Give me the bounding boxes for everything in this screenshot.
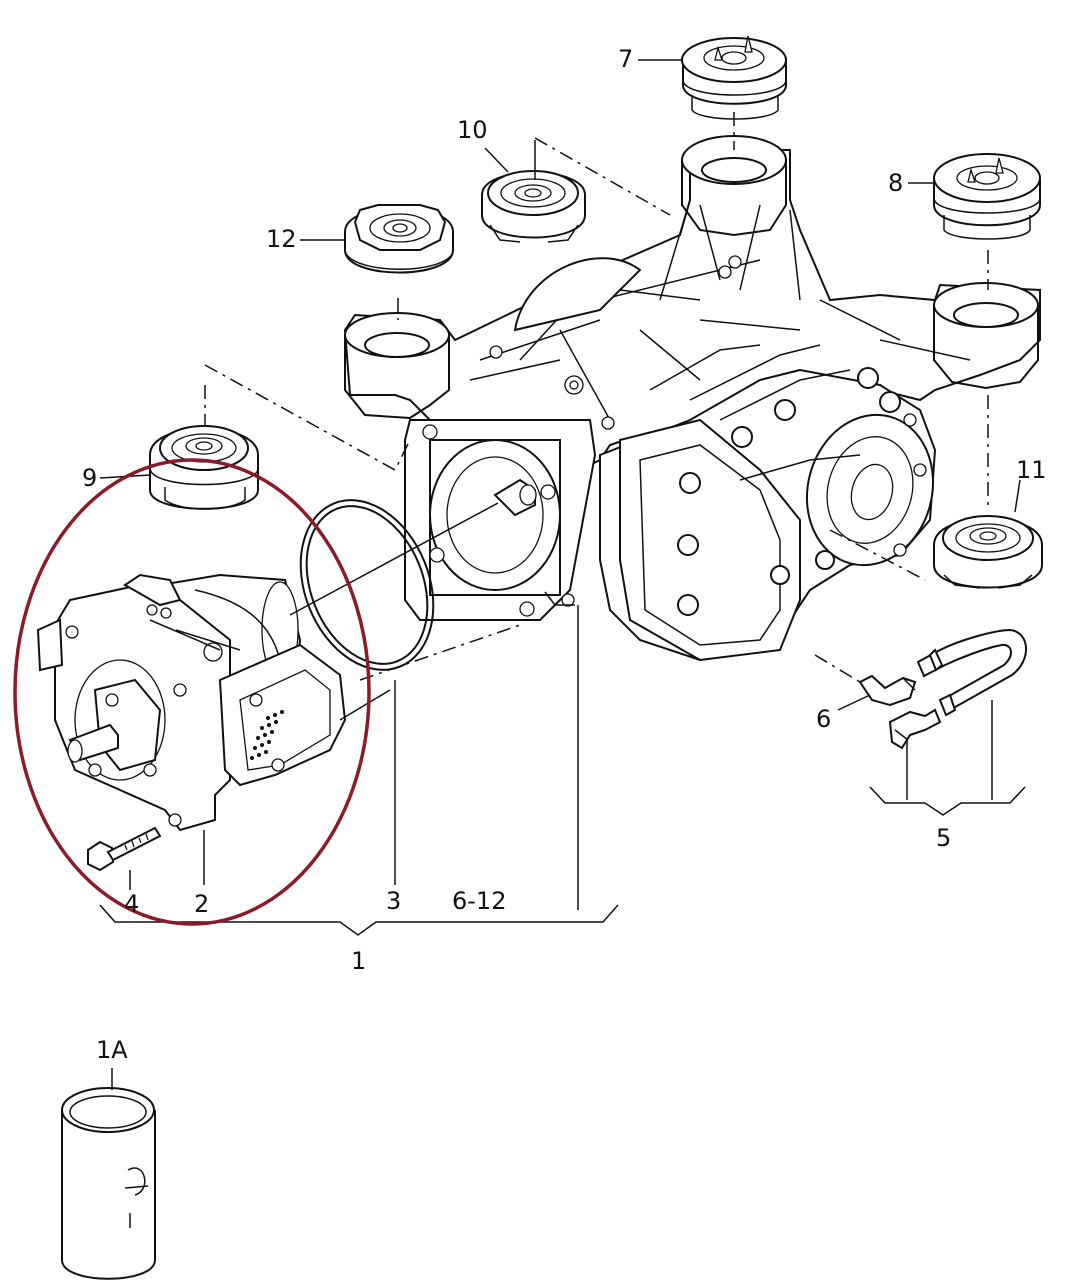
bushing-10 bbox=[481, 170, 586, 243]
label-1: 1 bbox=[351, 947, 366, 975]
label-8: 8 bbox=[888, 169, 903, 197]
label-4: 4 bbox=[124, 890, 139, 918]
housing-bolts bbox=[677, 367, 901, 616]
bushing-7 bbox=[681, 35, 787, 120]
part-6-fitting bbox=[858, 674, 917, 707]
part-5-hose bbox=[888, 628, 1027, 750]
bushing-8 bbox=[933, 153, 1041, 240]
vent-grille bbox=[250, 710, 284, 760]
label-2: 2 bbox=[194, 890, 209, 918]
callout-labels: 7 10 8 12 9 11 6 5 4 2 3 6-12 1 1A bbox=[82, 45, 1047, 1064]
axle-housing bbox=[343, 135, 1041, 662]
part-1a-canister bbox=[61, 1087, 156, 1280]
label-11: 11 bbox=[1016, 456, 1047, 484]
part-4-bolt bbox=[87, 826, 162, 872]
label-6-12: 6-12 bbox=[452, 887, 506, 915]
label-10: 10 bbox=[457, 116, 488, 144]
label-12: 12 bbox=[266, 225, 297, 253]
assembly-lines bbox=[204, 112, 989, 721]
highlight-circle bbox=[13, 458, 371, 926]
label-9: 9 bbox=[82, 464, 97, 492]
label-6: 6 bbox=[816, 705, 831, 733]
leader-lines bbox=[99, 59, 1026, 1090]
bushing-11 bbox=[933, 515, 1043, 589]
label-7: 7 bbox=[618, 45, 633, 73]
part-2-pump bbox=[36, 573, 347, 832]
label-1a: 1A bbox=[96, 1036, 128, 1064]
label-3: 3 bbox=[386, 887, 401, 915]
label-5: 5 bbox=[936, 824, 951, 852]
bushing-12 bbox=[344, 204, 454, 274]
